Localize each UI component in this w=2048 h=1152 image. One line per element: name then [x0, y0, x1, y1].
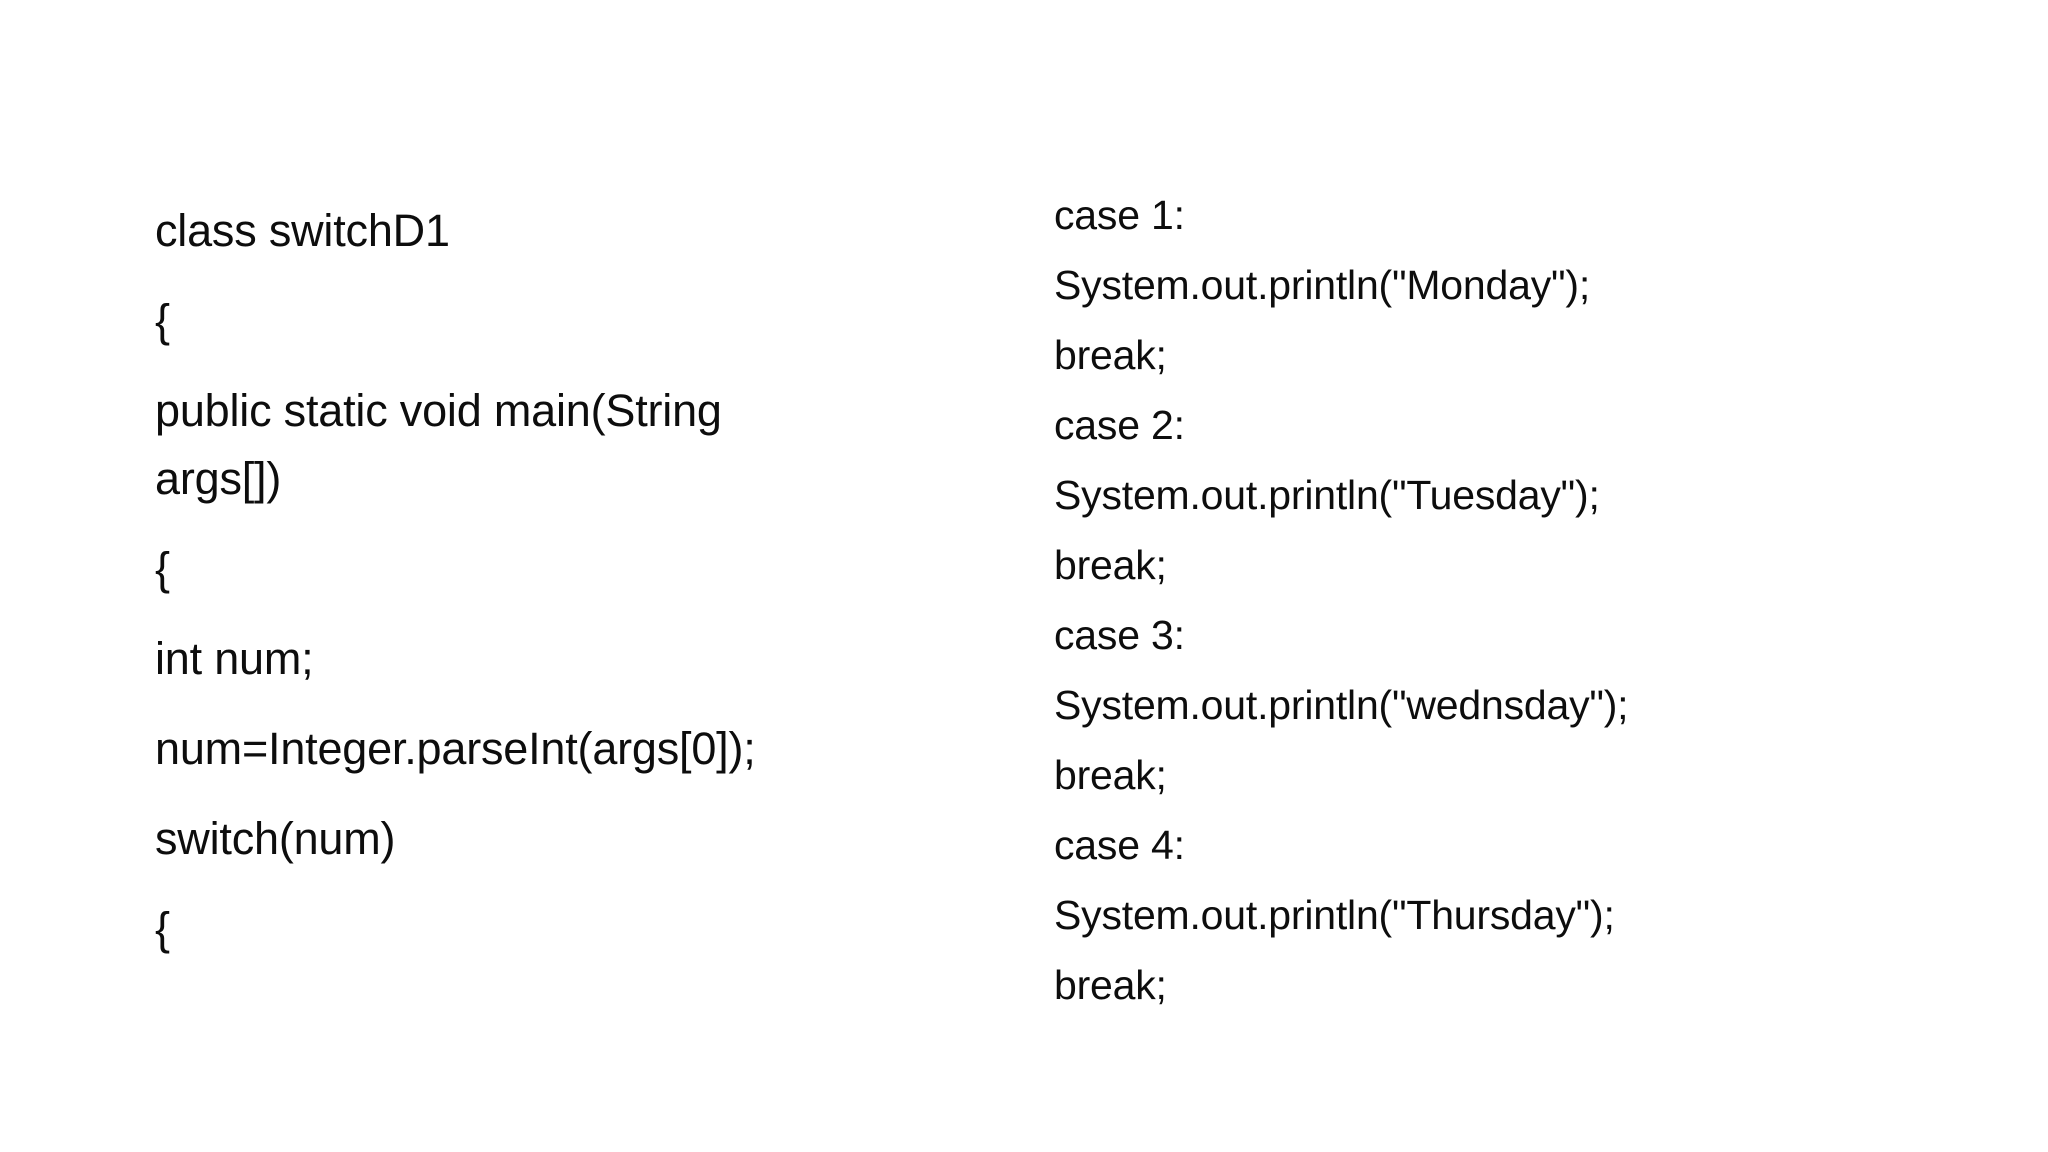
code-line: case 1:	[1054, 192, 1185, 238]
code-line: public static void main(String args[])	[155, 385, 735, 504]
code-line: System.out.println("wednsday");	[1054, 682, 1629, 728]
code-line: System.out.println("Thursday");	[1054, 892, 1615, 938]
code-line: {	[155, 903, 170, 954]
code-line: int num;	[155, 633, 314, 684]
code-line: case 4:	[1054, 822, 1185, 868]
code-line: break;	[1054, 752, 1167, 798]
code-line: System.out.println("Monday");	[1054, 262, 1591, 308]
code-line: num=Integer.parseInt(args[0]);	[155, 723, 756, 774]
code-line: break;	[1054, 542, 1167, 588]
code-block-right: case 1: System.out.println("Monday"); br…	[1054, 180, 1814, 1020]
code-line: class switchD1	[155, 205, 450, 256]
code-line: case 3:	[1054, 612, 1185, 658]
code-line: break;	[1054, 332, 1167, 378]
code-line: break;	[1054, 962, 1167, 1008]
code-line: case 2:	[1054, 402, 1185, 448]
code-block-left: class switchD1 { public static void main…	[155, 186, 945, 974]
code-line: {	[155, 543, 170, 594]
code-line: System.out.println("Tuesday");	[1054, 472, 1600, 518]
code-line: {	[155, 295, 170, 346]
code-line: switch(num)	[155, 813, 396, 864]
